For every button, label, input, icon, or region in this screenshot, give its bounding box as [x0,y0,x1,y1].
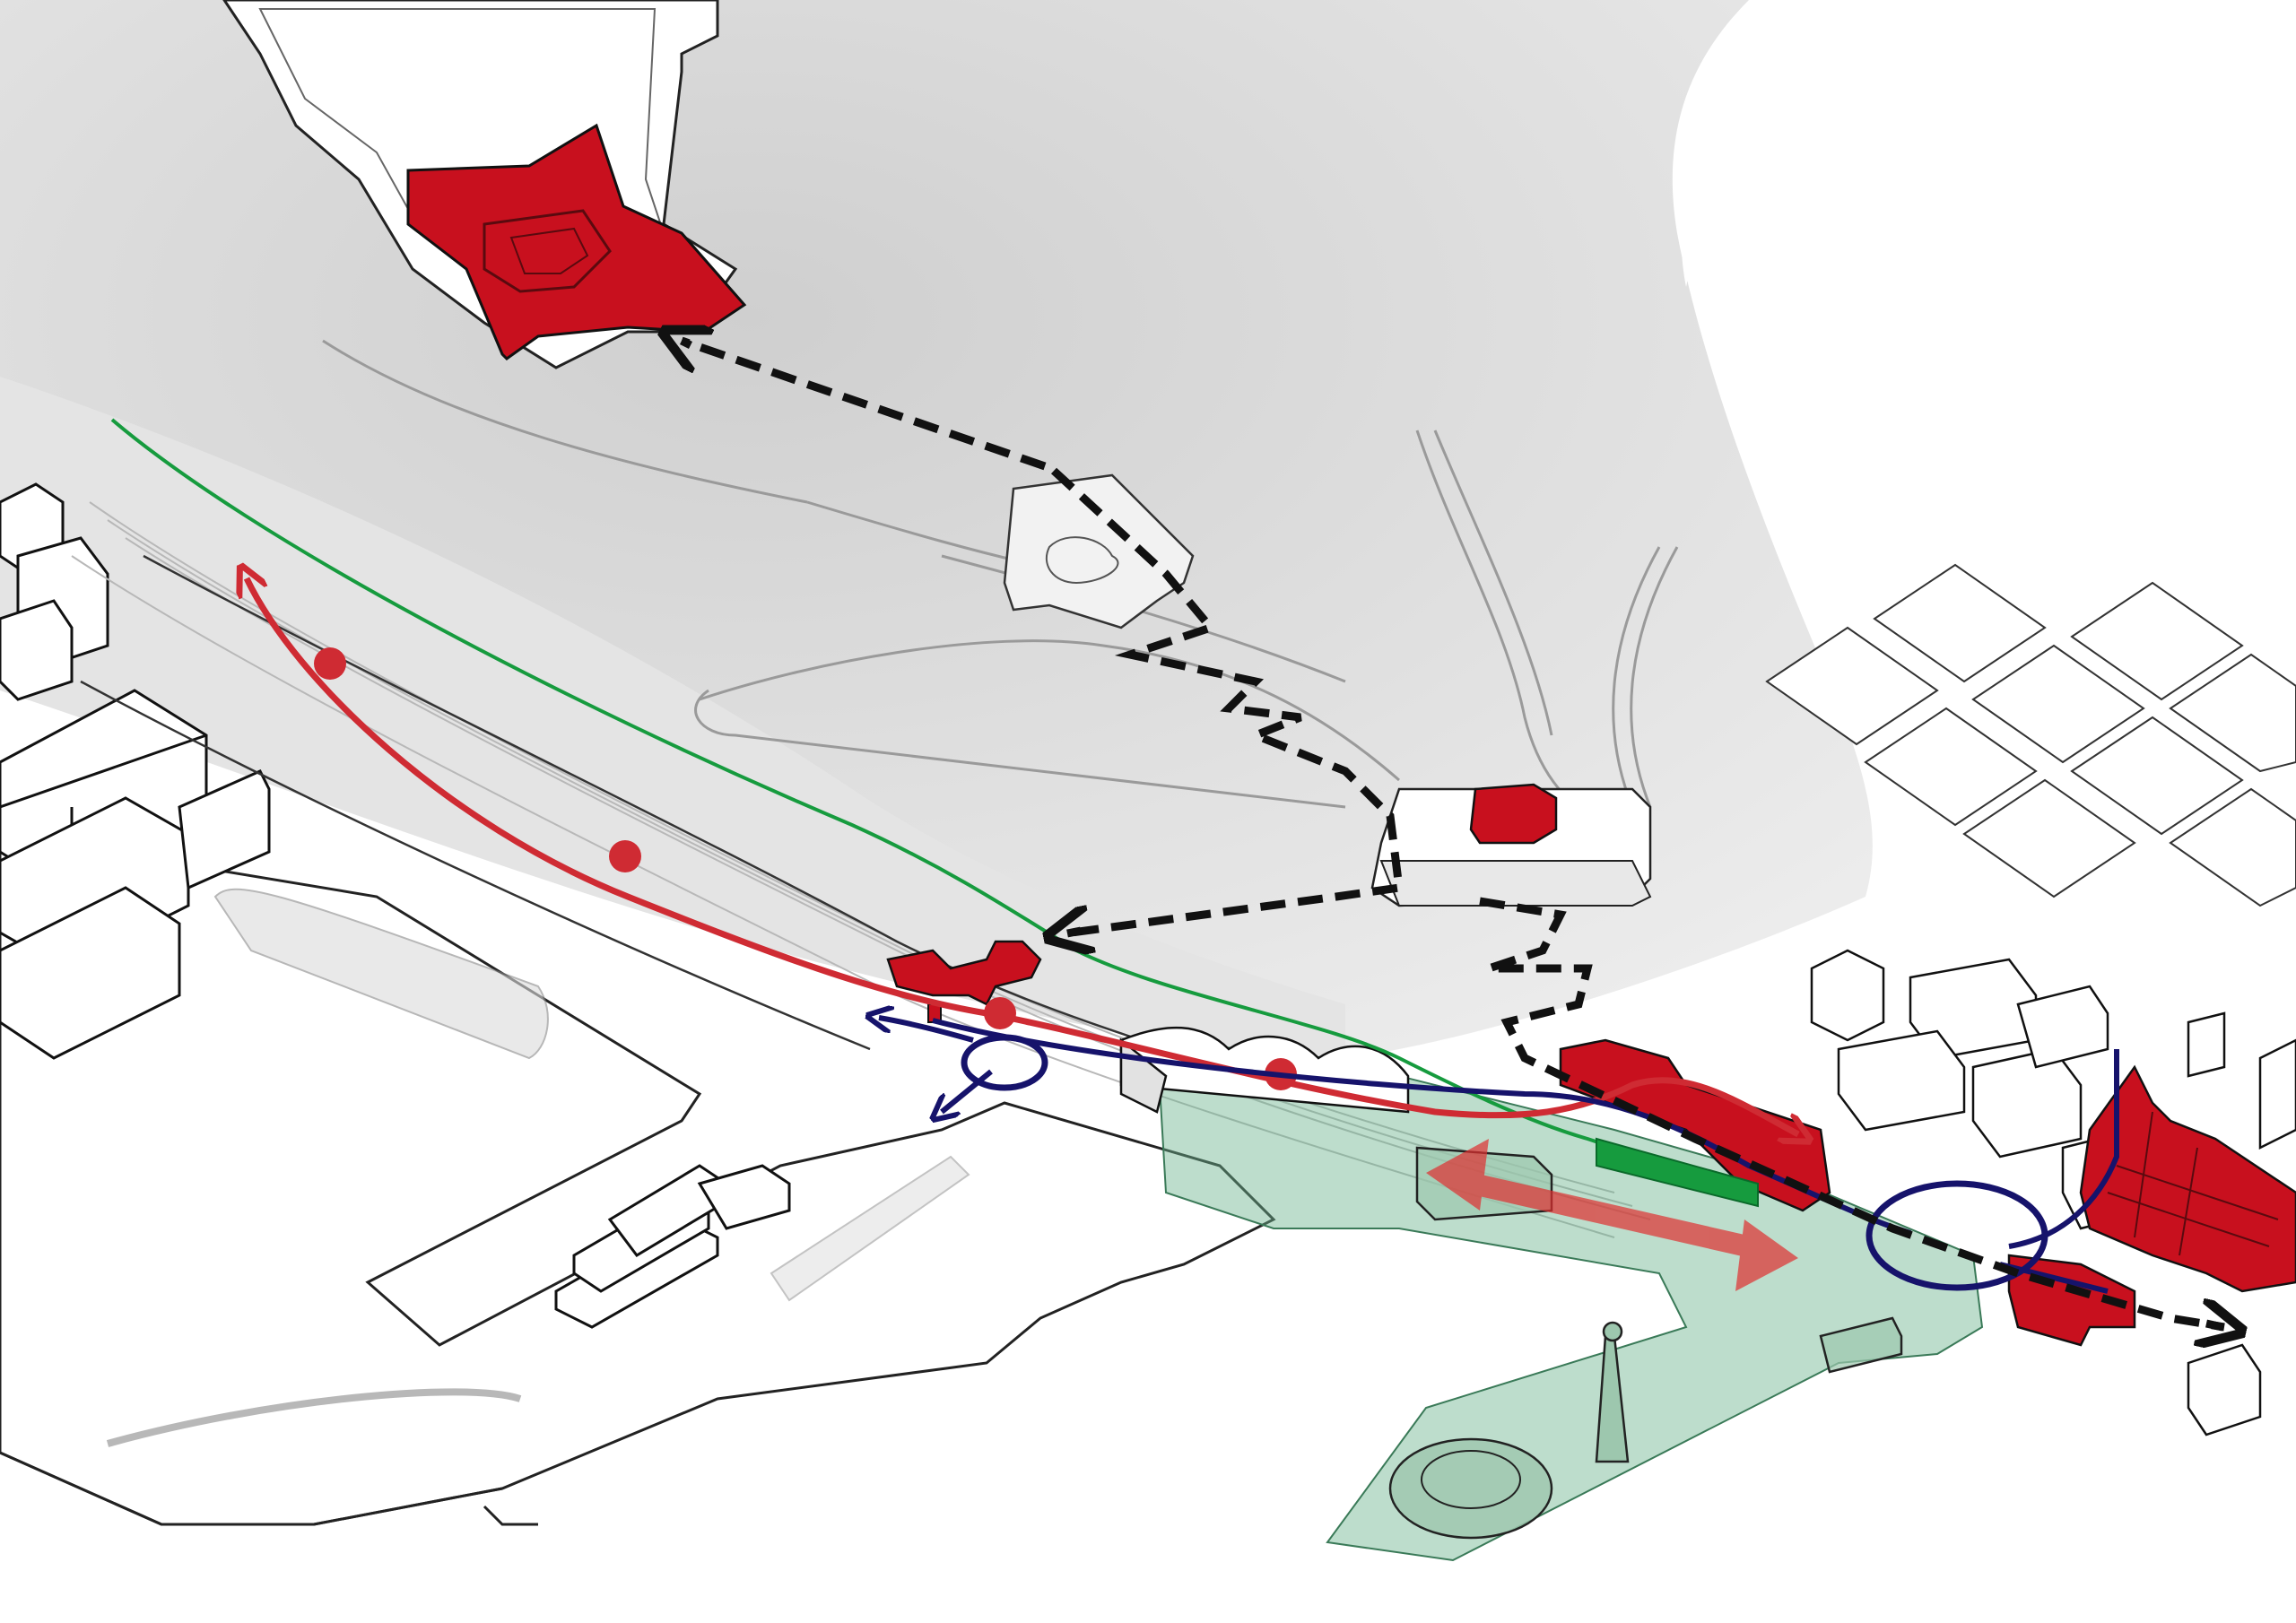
path-arrow-west [1067,931,1081,933]
tram-stop-icon [984,997,1016,1029]
domed-hall-inner [1421,1450,1521,1509]
lighthouse-top [1602,1321,1623,1342]
pedestrian-path [680,336,2225,1332]
tram-stop-icon [314,647,346,680]
hill-east-plain [1682,0,2296,287]
road-branch-south [942,1069,993,1112]
road-branch-west [879,1018,974,1043]
west-city-buildings [0,482,271,1060]
path-arrow-east [2206,1324,2222,1327]
road-route-southeast [1999,1262,2109,1294]
pier-structure [106,1388,522,1447]
heritage-station-block [1469,783,1558,845]
domed-hall [1388,1437,1553,1540]
station-building-lower [1379,860,1652,907]
coastline [0,1451,538,1526]
roundabout-east-icon [1866,1180,2048,1291]
south-warehouses [554,1164,791,1329]
fortress-court-inner [509,227,589,274]
roundabout-west-icon [961,1034,1048,1091]
path-arrow-fortress [682,341,691,345]
rail-line-platform [1596,1137,1759,1208]
bidirectional-arrow-icon [1426,1139,1798,1291]
road-route-east [2008,1049,2119,1249]
fortress-courtyard [483,209,612,293]
heritage-east-complex-detail [2107,1111,2279,1256]
moored-ship-south [770,1155,970,1302]
plaza-block-2 [1819,1316,1903,1374]
tram-route [247,578,1798,1134]
tram-stop-icon [609,840,641,872]
city-grid-east [1765,563,2296,907]
